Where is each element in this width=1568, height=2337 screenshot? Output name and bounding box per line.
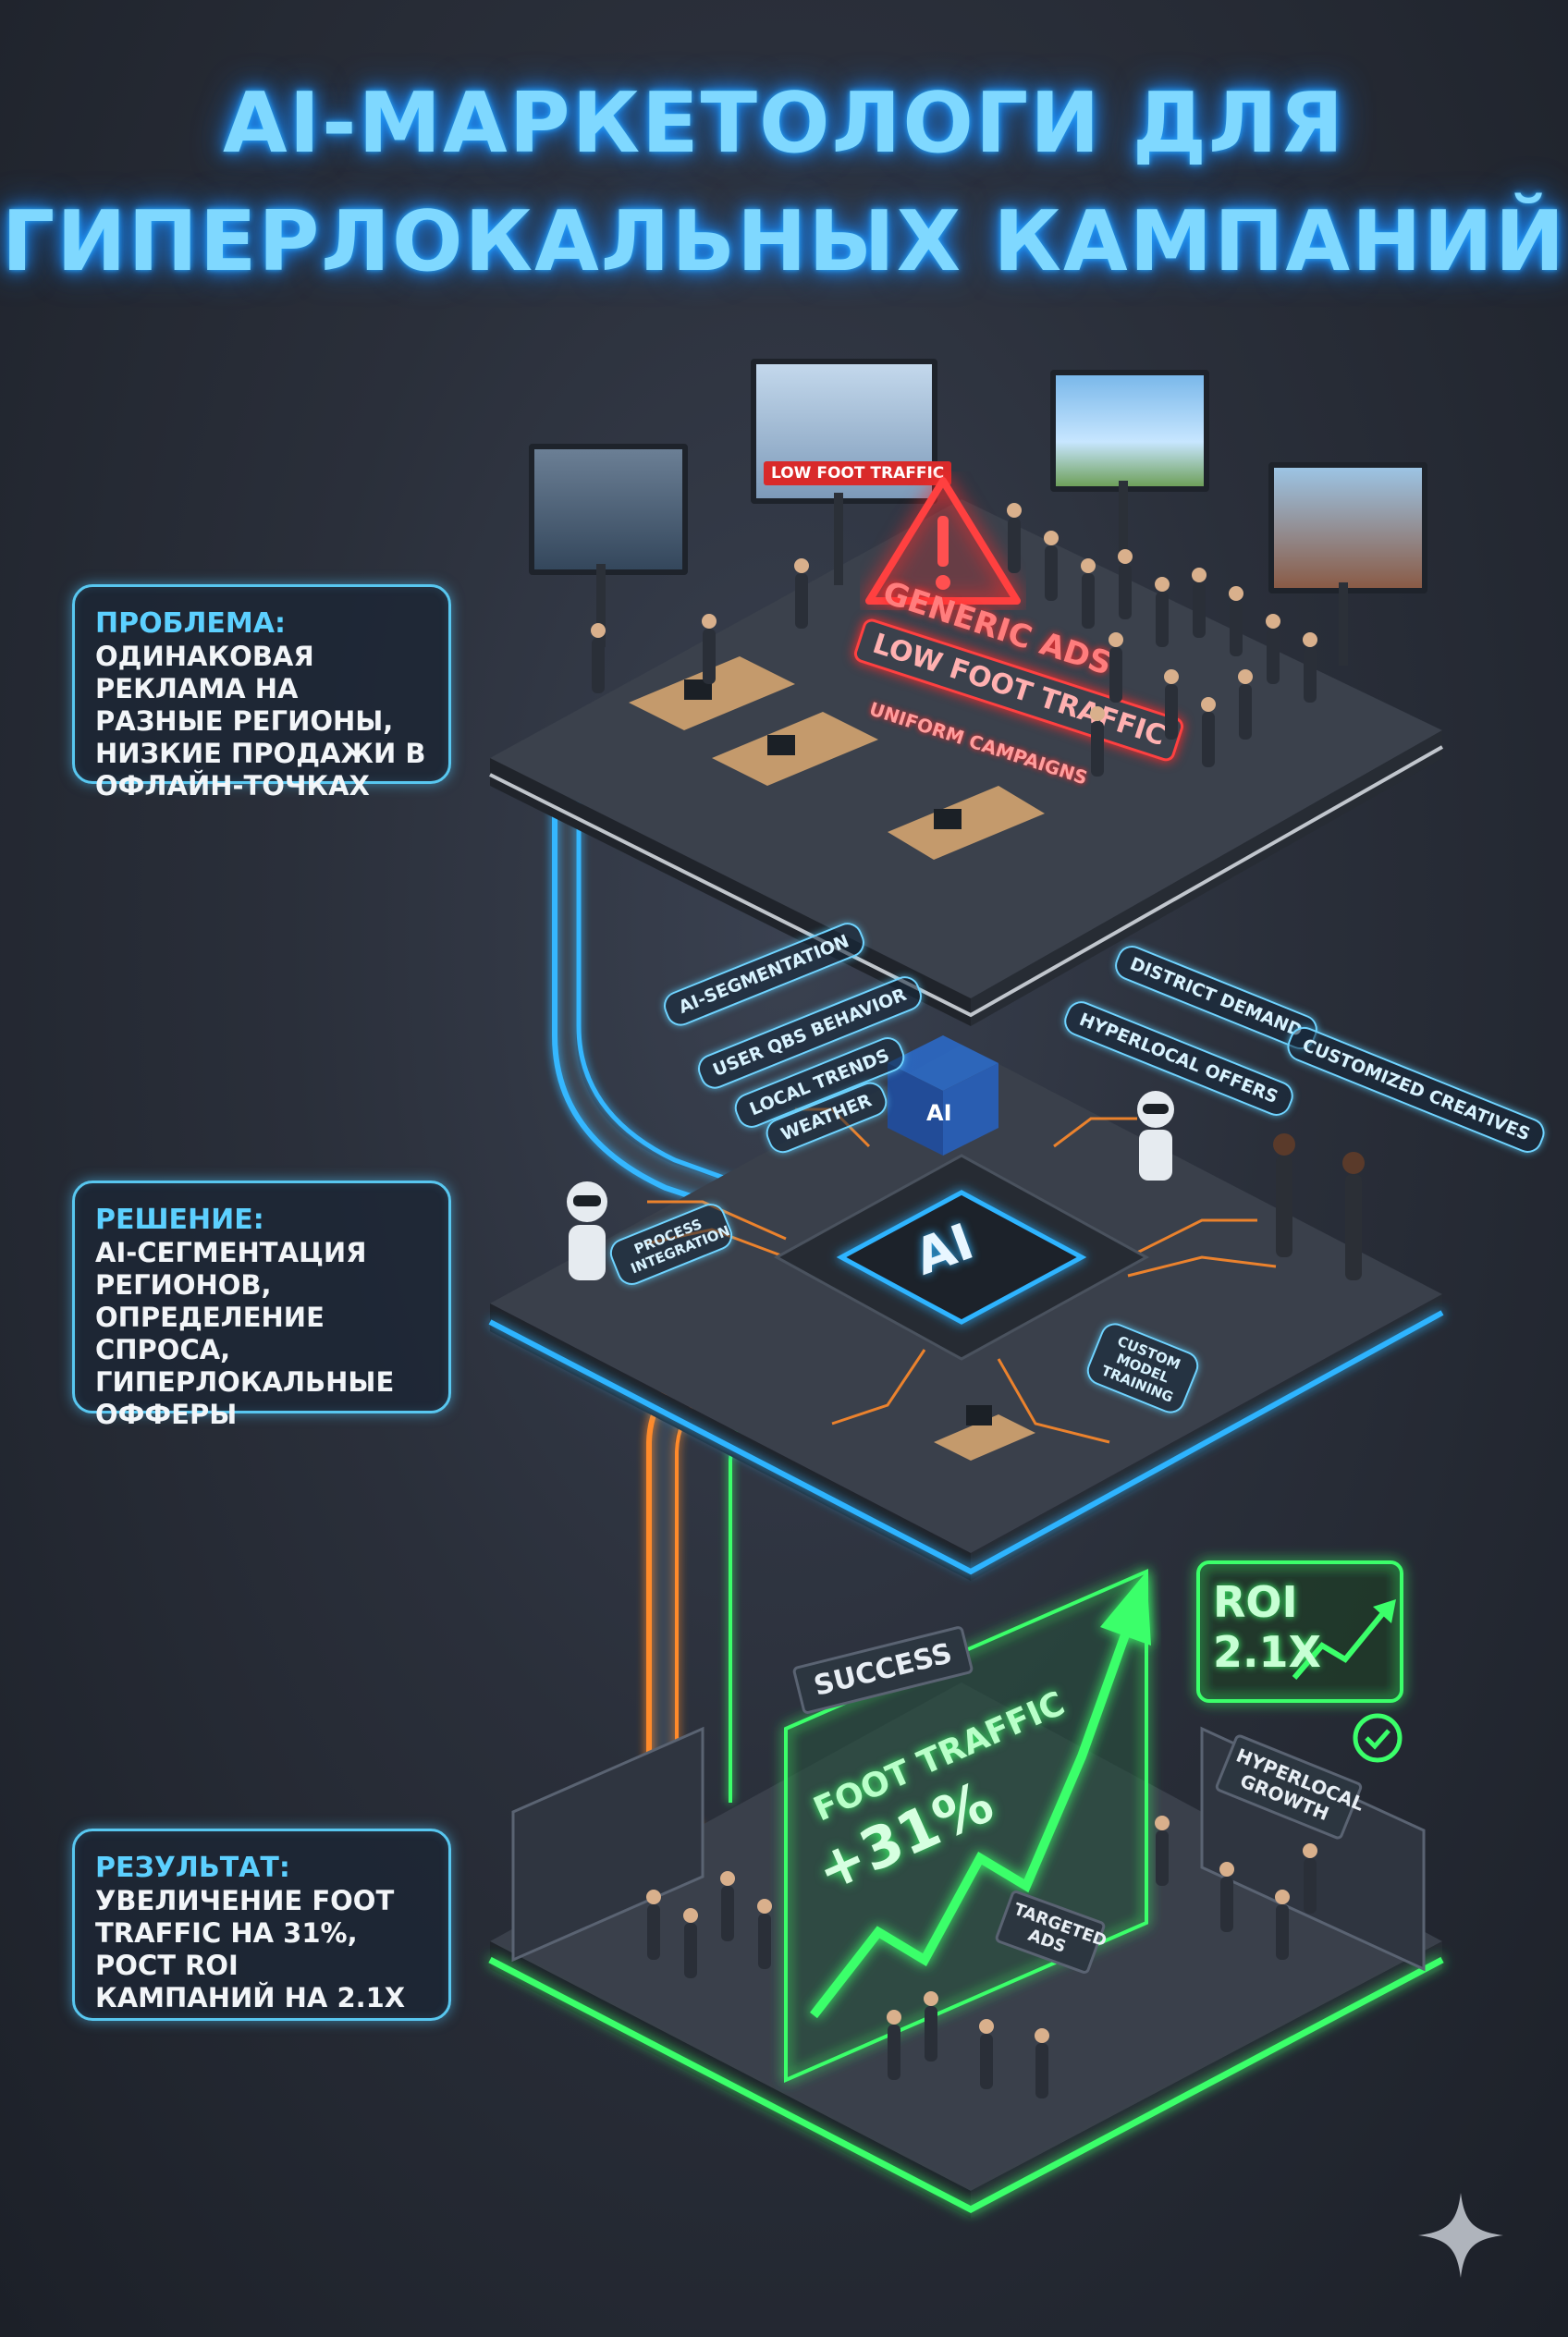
solution-heading: Решение: — [95, 1204, 264, 1236]
roi-value: 2.1x — [1213, 1627, 1321, 1677]
billboard-pole — [1339, 582, 1348, 666]
billboard-city — [1268, 462, 1427, 593]
solution-panel: Решение: AI-сегментация регионов, опреде… — [72, 1181, 451, 1430]
billboard-pole — [596, 564, 606, 647]
page-title: AI-маркетологи для гиперлокальных кампан… — [0, 65, 1568, 301]
check-circle-icon — [1353, 1713, 1403, 1763]
warning-triangle-icon — [865, 477, 1021, 605]
title-line-1: AI-маркетологи для — [222, 75, 1346, 172]
billboard-low-traffic: Low Foot Traffic — [751, 359, 952, 504]
sparkle-icon — [1418, 2193, 1503, 2278]
result-text: Увеличение Foot Traffic на 31%, рост ROI… — [95, 1885, 406, 2013]
billboard-sunny — [1050, 370, 1209, 492]
billboard-low-traffic-label: Low Foot Traffic — [764, 461, 952, 485]
result-panel: Результат: Увеличение Foot Traffic на 31… — [72, 1829, 451, 2021]
solution-text: AI-сегментация регионов, определение спр… — [95, 1237, 395, 1430]
billboard-pole — [1119, 481, 1128, 564]
problem-panel: Проблема: Одинаковая реклама на разные р… — [72, 584, 451, 801]
billboard-rain — [529, 444, 688, 575]
problem-heading: Проблема: — [95, 607, 286, 640]
result-heading: Результат: — [95, 1852, 290, 1884]
ai-cube-label: AI — [926, 1100, 952, 1126]
title-line-2: гиперлокальных кампаний — [1, 193, 1567, 290]
problem-text: Одинаковая реклама на разные регионы, ни… — [95, 641, 426, 801]
roi-label: ROI — [1213, 1577, 1298, 1627]
billboard-pole — [834, 493, 843, 585]
